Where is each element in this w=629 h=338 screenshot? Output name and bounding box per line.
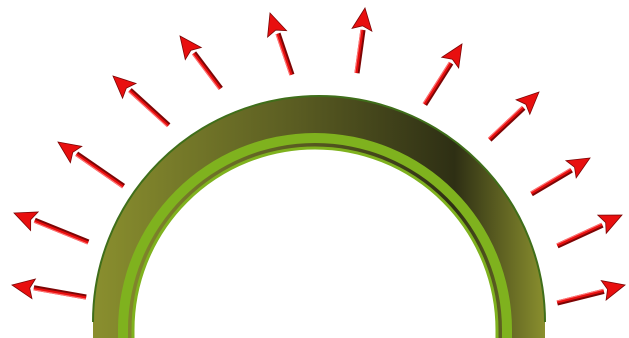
arrow-shaft-shadow: [490, 109, 524, 141]
arrow-shaft-highlight: [129, 92, 168, 127]
arrow-shaft-highlight: [557, 223, 602, 244]
arrow-head: [352, 8, 372, 31]
force-arrow: [557, 215, 622, 247]
arrow-shaft-shadow: [557, 292, 604, 304]
force-arrow: [58, 142, 124, 188]
arrow-shaft-highlight: [488, 106, 522, 138]
arrow-shaft-highlight: [76, 155, 123, 187]
arrow-shaft: [34, 221, 88, 243]
arrow-shaft: [557, 290, 604, 302]
arrow-shaft: [557, 224, 602, 245]
arrow-shaft: [76, 155, 123, 187]
arrow-shaft-shadow: [279, 33, 293, 74]
arrow-shaft-highlight: [192, 54, 219, 89]
arrow-shaft: [489, 107, 523, 139]
half-pipe-arch: [93, 96, 545, 338]
force-arrow: [488, 92, 539, 140]
arrow-shaft-shadow: [532, 171, 572, 195]
arrow-shaft-shadow: [35, 219, 89, 241]
arrow-shaft-shadow: [426, 64, 452, 105]
force-arrow: [352, 8, 372, 73]
force-arrow: [14, 212, 89, 244]
arrow-shaft-highlight: [276, 34, 290, 75]
arrow-shaft: [277, 34, 291, 75]
force-arrow: [12, 279, 86, 299]
arrow-shaft-shadow: [558, 226, 603, 247]
arrow-shaft: [424, 63, 450, 104]
force-arrow: [180, 36, 222, 90]
arrow-head: [566, 158, 590, 178]
arrow-head: [268, 13, 287, 37]
arrow-head: [12, 279, 35, 299]
arrow-shaft-shadow: [131, 89, 170, 124]
force-arrow: [557, 281, 625, 304]
arrow-shaft: [531, 169, 571, 193]
arrow-shaft-highlight: [530, 168, 570, 192]
force-arrow: [268, 13, 293, 75]
force-arrow: [530, 158, 590, 195]
force-arrow: [113, 76, 169, 127]
arrow-shaft-highlight: [423, 62, 449, 103]
arrow-head: [601, 281, 625, 300]
arrow-shaft-shadow: [77, 153, 124, 185]
arrow-shaft: [129, 91, 168, 126]
arrow-shaft-highlight: [34, 222, 88, 244]
force-arrow: [423, 44, 462, 105]
arrow-shaft: [193, 54, 220, 89]
arrow-shaft-shadow: [195, 52, 222, 87]
